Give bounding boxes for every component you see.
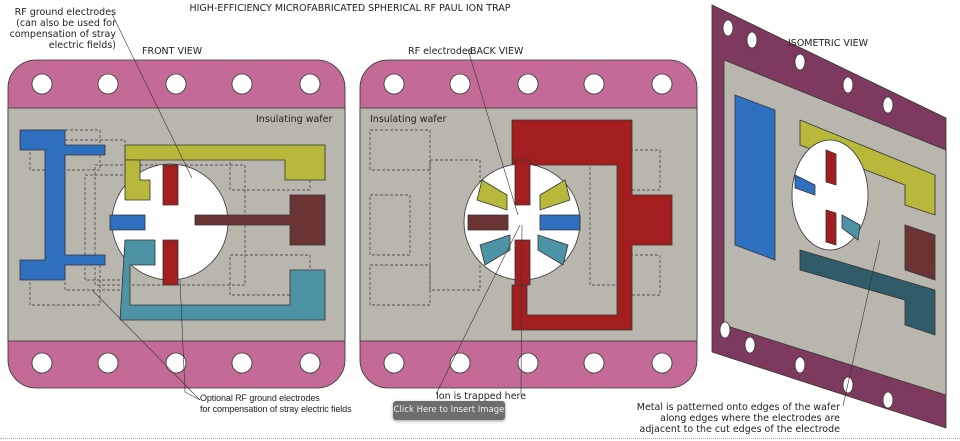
mounting-hole xyxy=(583,352,605,374)
front-view xyxy=(7,59,346,389)
annotation-line: Optional RF ground electrodes xyxy=(200,393,320,403)
electrode-teal xyxy=(537,234,569,266)
insert-image-button[interactable]: Click Here to Insert Image xyxy=(393,401,505,420)
annotation-line: (can also be used for xyxy=(16,18,116,29)
hidden-electrode-outline xyxy=(369,194,411,256)
electrode-blue xyxy=(539,214,581,231)
mounting-hole xyxy=(383,352,405,374)
leader-line xyxy=(520,224,523,395)
iso-electrode-maroon xyxy=(904,224,936,281)
rf-electrode-bottom xyxy=(514,239,531,286)
metal-edges-annotation: Metal is patterned onto edges of the waf… xyxy=(600,402,840,435)
mounting-hole xyxy=(794,53,806,71)
mounting-hole xyxy=(722,19,734,37)
hidden-electrode-outline xyxy=(369,129,431,171)
iso-rf-electrode xyxy=(825,209,837,246)
mounting-hole xyxy=(583,73,605,95)
ion-trapped-annotation: Ion is trapped here xyxy=(436,391,527,402)
iso-electrode-blue-inner xyxy=(794,174,816,196)
mounting-hole xyxy=(231,73,253,95)
annotation-line: RF ground electrodes xyxy=(14,7,116,18)
back-view xyxy=(359,59,698,389)
rf-electrodes-annotation: RF electrodes xyxy=(408,46,473,57)
back-view-label: BACK VIEW xyxy=(470,46,524,57)
mounting-hole xyxy=(719,321,731,339)
divider xyxy=(0,438,960,439)
electrode-yellow xyxy=(476,179,508,211)
mounting-hole xyxy=(882,96,894,114)
leader-line xyxy=(842,239,881,407)
mounting-hole xyxy=(746,31,758,49)
mounting-hole xyxy=(744,336,756,354)
rf-electrode-top xyxy=(514,159,531,206)
leader-line xyxy=(179,279,201,401)
leader-line xyxy=(435,224,521,395)
annotation-line: compensation of stray xyxy=(9,29,116,40)
isometric-view xyxy=(711,4,947,429)
front-wafer-label: Insulating wafer xyxy=(256,114,333,125)
rf-electrode-bottom xyxy=(162,239,179,286)
mounting-hole xyxy=(31,352,53,374)
back-wafer-label: Insulating wafer xyxy=(370,114,447,125)
diagram-title: HIGH-EFFICIENCY MICROFABRICATED SPHERICA… xyxy=(189,3,511,14)
mounting-hole xyxy=(794,356,806,374)
isometric-view-label: ISOMETRIC VIEW xyxy=(788,38,869,49)
mounting-hole xyxy=(97,352,119,374)
iso-electrode-teal xyxy=(799,249,936,336)
leader-line xyxy=(467,49,519,216)
rf-electrode-top xyxy=(162,164,179,206)
mounting-hole xyxy=(651,352,673,374)
mounting-hole xyxy=(231,352,253,374)
dc-electrode-maroon xyxy=(194,194,326,246)
iso-rf-electrode xyxy=(825,149,837,186)
rf-ground-inner xyxy=(109,214,146,231)
rf-ground-annotation: RF ground electrodes (can also be used f… xyxy=(6,7,116,51)
iso-electrode-teal-inner xyxy=(841,214,861,241)
electrode-teal xyxy=(479,234,511,266)
annotation-line: for compensation of stray electric field… xyxy=(200,404,352,414)
mounting-hole xyxy=(842,376,854,394)
electrode-yellow-inner xyxy=(124,159,151,201)
front-view-label: FRONT VIEW xyxy=(142,46,203,57)
mounting-hole xyxy=(165,352,187,374)
mounting-hole xyxy=(842,76,854,94)
iso-electrode-blue xyxy=(734,94,776,261)
annotation-line: along edges where the electrodes are xyxy=(660,413,840,424)
mounting-hole xyxy=(517,352,539,374)
leader-line xyxy=(91,289,201,401)
mounting-hole xyxy=(299,352,321,374)
mounting-hole xyxy=(517,73,539,95)
rf-ground-electrode-left xyxy=(19,129,106,281)
mounting-hole xyxy=(651,73,673,95)
annotation-line: Metal is patterned onto edges of the waf… xyxy=(636,402,840,413)
mounting-hole xyxy=(449,73,471,95)
annotation-line: electric fields) xyxy=(48,40,116,51)
optional-ground-annotation: Optional RF ground electrodes for compen… xyxy=(200,393,352,415)
dc-electrode-teal xyxy=(119,239,326,321)
mounting-hole xyxy=(31,73,53,95)
annotation-line: adjacent to the cut edges of the electro… xyxy=(639,424,840,435)
electrode-maroon xyxy=(467,214,509,231)
mounting-hole xyxy=(299,73,321,95)
mounting-hole xyxy=(449,352,471,374)
electrode-yellow xyxy=(539,179,571,211)
mounting-hole xyxy=(165,73,187,95)
mounting-hole xyxy=(882,391,894,409)
leader-line xyxy=(111,13,193,179)
mounting-hole xyxy=(97,73,119,95)
mounting-hole xyxy=(383,73,405,95)
